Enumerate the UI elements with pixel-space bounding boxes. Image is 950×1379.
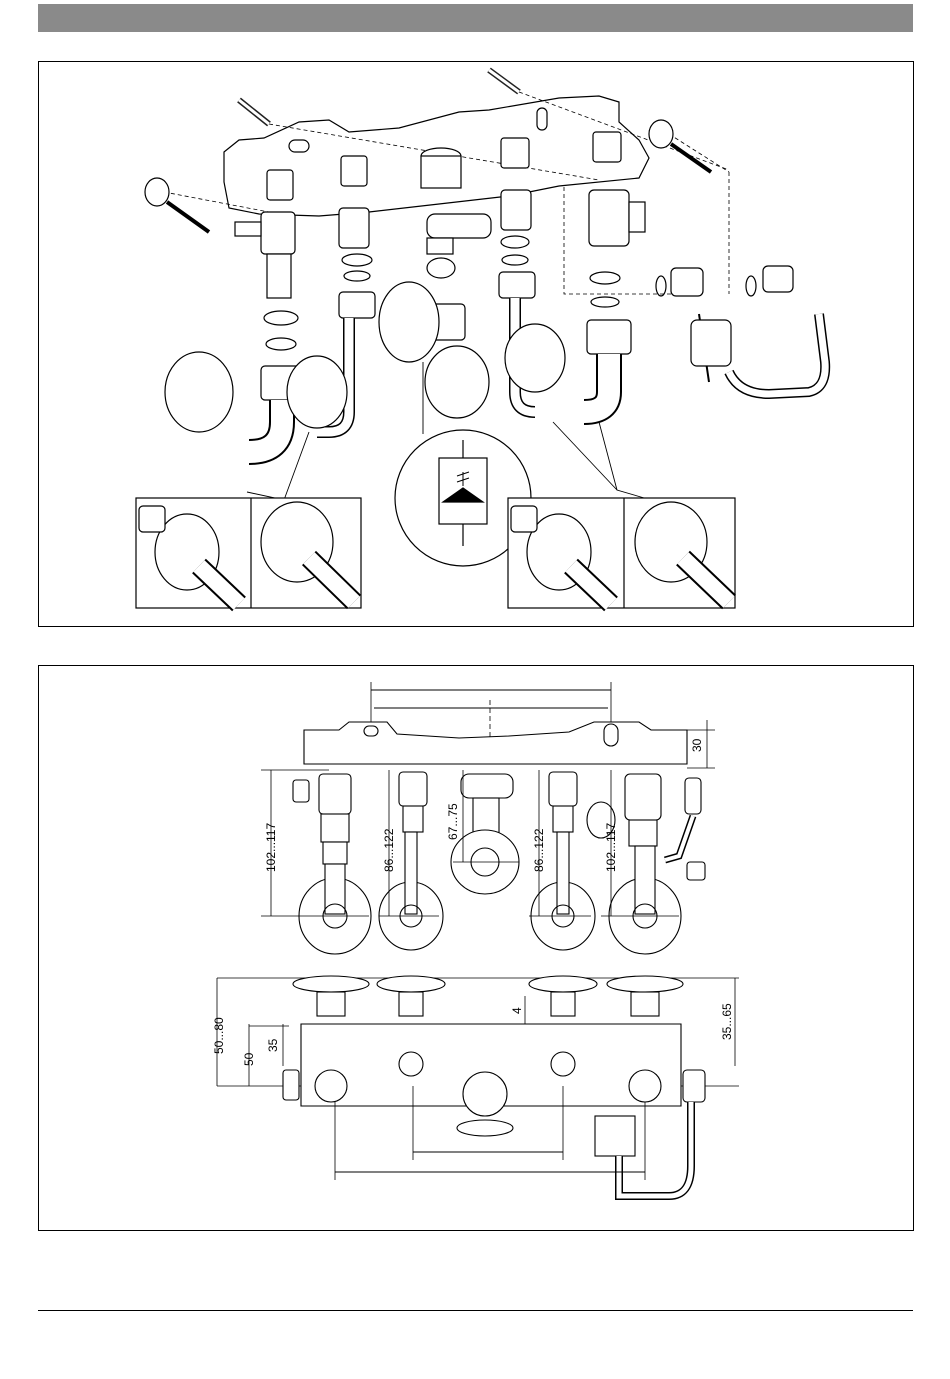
dimension-drawing: 30 102...117 86...122 67...75 86...122 1… <box>39 666 913 1230</box>
wall-plug-left <box>239 100 269 124</box>
valve-column-1 <box>293 774 371 954</box>
dim-86-122-right: 86...122 <box>532 828 546 872</box>
gas-valve-handle <box>427 214 491 254</box>
dim-86-122-left: 86...122 <box>382 828 396 872</box>
service-valve-4 <box>501 190 531 230</box>
dim-50-80: 50...80 <box>212 1017 226 1054</box>
dim-35-65: 35...65 <box>720 1003 734 1040</box>
screw-right <box>649 120 711 172</box>
detail-box-right <box>508 498 735 608</box>
service-valve-1 <box>235 212 295 298</box>
exploded-assembly-drawing <box>39 62 913 626</box>
exploded-assembly-figure <box>38 61 914 627</box>
footer-rule <box>38 1310 913 1311</box>
dim-50: 50 <box>242 1052 256 1066</box>
screw-left <box>145 178 209 232</box>
filling-loop-assembly <box>671 266 825 394</box>
gas-valve-column <box>451 774 519 894</box>
dim-4: 4 <box>510 1007 524 1014</box>
wall-plug-right <box>489 70 519 92</box>
dim-35: 35 <box>266 1038 280 1052</box>
service-valve-2 <box>339 208 369 248</box>
header-bar <box>38 4 913 32</box>
mounting-plate-front <box>304 722 687 764</box>
dim-30: 30 <box>690 738 704 752</box>
dim-102-117-left: 102...117 <box>264 823 278 872</box>
dim-102-117-right: 102...117 <box>604 823 618 872</box>
dimension-figure: 30 102...117 86...122 67...75 86...122 1… <box>38 665 914 1231</box>
detail-box-left <box>136 498 361 608</box>
service-valve-5 <box>589 190 645 246</box>
dim-67-75: 67...75 <box>446 803 460 840</box>
